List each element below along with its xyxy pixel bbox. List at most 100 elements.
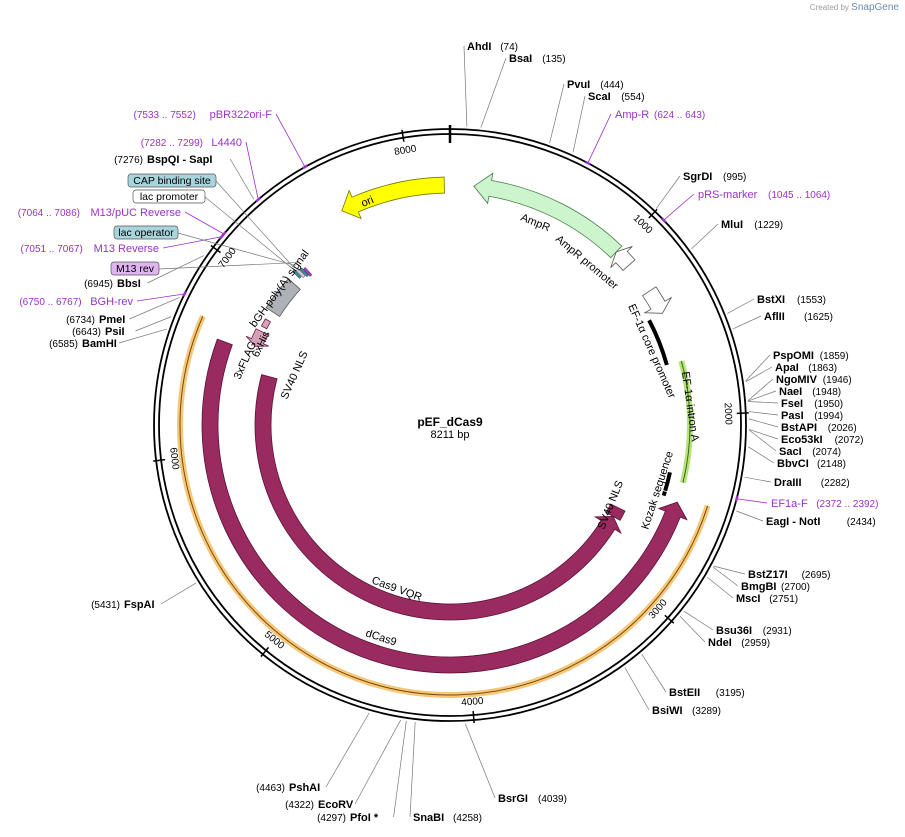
restriction-site[interactable]: MluI(1229): [721, 219, 783, 231]
site-leader-line: [707, 576, 734, 599]
cas9-vqr-arrow[interactable]: [254, 374, 622, 621]
restriction-site[interactable]: NaeI(1948): [779, 386, 841, 398]
site-position: (7276): [114, 155, 143, 166]
boxed-feature-label[interactable]: lac promoter: [132, 189, 206, 204]
restriction-site[interactable]: MscI(2751): [736, 593, 798, 605]
restriction-site[interactable]: Eco53kI(2072): [781, 434, 864, 446]
primer-leader-line: [663, 193, 695, 221]
ef1a-intron-bar[interactable]: [647, 319, 672, 492]
primer-label[interactable]: EF1a-F(2372 .. 2392): [771, 498, 878, 510]
tick-mark: [153, 458, 166, 462]
sv40-nls-right-arrow[interactable]: [605, 503, 626, 521]
site-leader-line: [409, 721, 416, 818]
restriction-site[interactable]: BstXI(1553): [757, 294, 826, 306]
site-position: (2074): [812, 447, 841, 458]
site-position: (4297): [317, 813, 346, 824]
site-leader-line: [118, 328, 167, 344]
restriction-site[interactable]: BbvCI(2148): [777, 458, 846, 470]
restriction-site[interactable]: EagI - NotI(2434): [766, 516, 876, 528]
tick-mark: [401, 129, 405, 142]
restriction-site[interactable]: FseI(1950): [781, 398, 843, 410]
ampr-arrow[interactable]: [473, 172, 623, 259]
restriction-site[interactable]: BmgBI(2700): [741, 581, 810, 593]
ef1a-core-promoter-arrow[interactable]: [642, 286, 673, 314]
site-name: PfoI *: [350, 812, 379, 824]
restriction-site[interactable]: SacI(2074): [779, 446, 841, 458]
restriction-site[interactable]: BsiWI(3289): [652, 705, 721, 717]
restriction-site[interactable]: SgrDI(995): [683, 171, 746, 183]
site-leader-line: [745, 366, 773, 383]
restriction-site[interactable]: BstEII(3195): [669, 687, 745, 699]
boxed-feature-text: lac promoter: [140, 191, 199, 203]
site-name: ScaI: [588, 91, 611, 103]
primer-label[interactable]: M13/pUC Reverse(7064 .. 7086): [18, 207, 181, 219]
bgh-polya-box[interactable]: [265, 278, 301, 317]
sv40-left-label: SV40 NLS: [279, 349, 311, 401]
restriction-site[interactable]: (5431)FspAI: [91, 599, 154, 611]
restriction-site[interactable]: SnaBI(4258): [413, 812, 482, 824]
restriction-site[interactable]: DraIII(2282): [774, 477, 850, 489]
restriction-site[interactable]: (6945)BbsI: [84, 278, 141, 290]
restriction-site[interactable]: (6585)BamHI: [49, 338, 117, 350]
primer-name: EF1a-F: [771, 498, 808, 510]
restriction-site[interactable]: (7276) BspQI - SapI: [114, 154, 212, 166]
restriction-site[interactable]: NgoMIV(1946): [776, 374, 852, 386]
restriction-site[interactable]: (4463)PshAI: [256, 782, 320, 794]
restriction-site[interactable]: AhdI(74): [467, 41, 518, 53]
3xflag-arrow[interactable]: [245, 328, 269, 347]
dcas9-arrow[interactable]: [201, 338, 688, 674]
boxed-feature-label[interactable]: lac operator: [113, 225, 179, 240]
primer-label[interactable]: BGH-rev(6750 .. 6767): [19, 296, 133, 308]
6xhis-box[interactable]: [260, 318, 272, 330]
primer-name: L4440: [211, 137, 242, 149]
site-name: AflII: [764, 311, 785, 323]
restriction-site[interactable]: PspOMI(1859): [773, 350, 849, 362]
primer-label[interactable]: pBR322ori-F(7533 .. 7552): [134, 109, 273, 121]
primer-mark: [734, 495, 739, 502]
site-position: (1950): [814, 399, 843, 410]
restriction-site[interactable]: NdeI(2959): [708, 637, 770, 649]
site-name: PsiI: [105, 326, 125, 338]
site-name: BamHI: [82, 338, 117, 350]
box-leader-line: [177, 232, 296, 266]
tick-label: 2000: [722, 402, 734, 425]
restriction-site[interactable]: (6734)PmeI: [66, 314, 125, 326]
restriction-site[interactable]: PasI(1994): [781, 410, 843, 422]
boxed-feature-label[interactable]: CAP binding site: [127, 173, 217, 188]
primer-range: (1045 .. 1064): [768, 190, 830, 201]
ori-arrow[interactable]: [341, 176, 445, 220]
restriction-site[interactable]: BsrGI(4039): [498, 793, 567, 805]
ampr-promoter-arrow[interactable]: [610, 246, 636, 272]
site-leader-line: [691, 223, 719, 250]
primer-name: pRS-marker: [698, 189, 758, 201]
restriction-site[interactable]: (4322)EcoRV: [285, 799, 354, 811]
restriction-site[interactable]: AflII(1625): [764, 311, 833, 323]
site-name: SgrDI: [683, 171, 712, 183]
primer-mark: [660, 217, 667, 224]
primer-label[interactable]: L4440(7282 .. 7299): [141, 137, 242, 149]
site-name: MscI: [736, 593, 760, 605]
restriction-site[interactable]: (4297) PfoI *: [317, 812, 379, 824]
site-position: (4258): [453, 813, 482, 824]
primer-leader-line: [587, 113, 612, 164]
restriction-site[interactable]: (6643)PsiI: [72, 326, 124, 338]
primer-label[interactable]: M13 Reverse(7051 .. 7067): [21, 243, 159, 255]
primer-label[interactable]: Amp-R(624 .. 643): [615, 109, 705, 121]
restriction-site[interactable]: BstZ17I(2695): [748, 569, 831, 581]
restriction-site[interactable]: PvuI(444): [567, 79, 624, 91]
restriction-site[interactable]: Bsu36I(2931): [716, 625, 792, 637]
site-name: BspQI - SapI: [147, 154, 212, 166]
site-position: (1948): [812, 387, 841, 398]
site-leader-line: [393, 720, 407, 818]
site-position: (2026): [828, 423, 857, 434]
restriction-site[interactable]: BstAPI(2026): [781, 422, 857, 434]
restriction-site[interactable]: ScaI(554): [588, 91, 645, 103]
primer-label[interactable]: pRS-marker (1045 .. 1064): [698, 189, 830, 201]
restriction-site[interactable]: BsaI(135): [509, 53, 566, 65]
orange-band-outer: [177, 315, 711, 698]
primer-name: M13 Reverse: [94, 243, 159, 255]
site-leader-line: [679, 615, 706, 643]
restriction-site[interactable]: ApaI(1863): [775, 362, 837, 374]
green-band: [678, 360, 693, 484]
boxed-feature-label[interactable]: M13 rev: [110, 261, 160, 276]
